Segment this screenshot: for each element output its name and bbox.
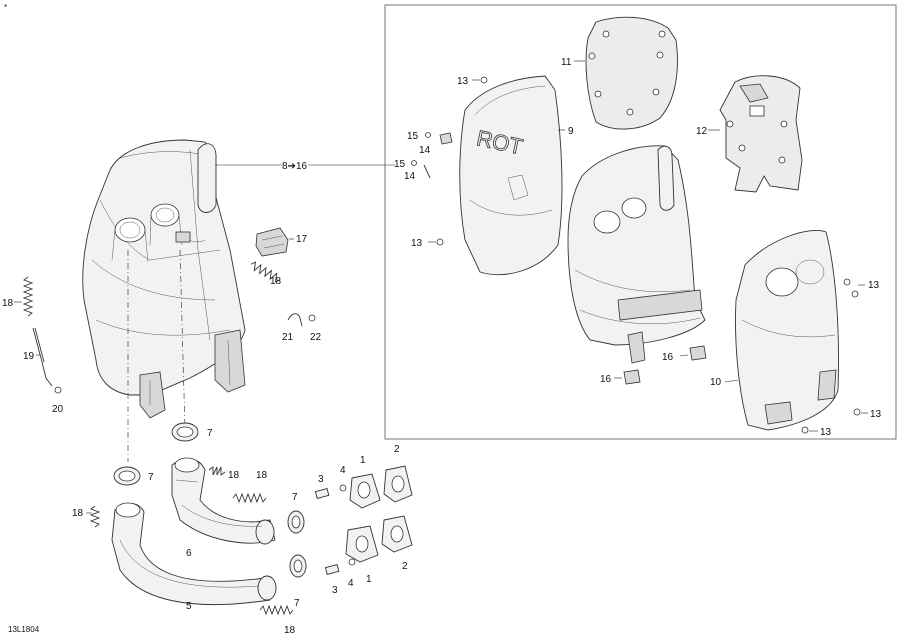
part-18-spring-d [232, 492, 267, 504]
part-5-pipe [111, 502, 277, 605]
callout-15-a: 15 [407, 131, 419, 142]
part-13-nut-c2 [851, 290, 859, 298]
part-16-block-a [689, 345, 707, 361]
callout-5: 5 [186, 601, 192, 612]
part-12-heat-shield [719, 75, 803, 193]
callout-3-a: 3 [318, 474, 324, 485]
corner-mark: * [4, 3, 7, 12]
detail-frame [384, 4, 897, 440]
part-16-block-b [623, 369, 641, 385]
part-20-nut [54, 386, 62, 394]
muffler-assembly [82, 139, 246, 419]
part-21-clip [287, 313, 316, 327]
callout-21: 21 [282, 332, 294, 343]
callout-18-a: 18 [270, 276, 282, 287]
part-15-screw-a [425, 132, 431, 138]
callout-18-d: 18 [256, 470, 268, 481]
callout-22: 22 [310, 332, 322, 343]
callout-7-d: 7 [294, 598, 300, 609]
callout-18-e: 18 [72, 508, 84, 519]
callout-7-b: 7 [148, 472, 154, 483]
part-7-sleeve-c [287, 510, 305, 534]
callout-12: 12 [696, 126, 708, 137]
callout-13-c: 13 [868, 280, 880, 291]
callout-6: 6 [186, 548, 192, 559]
drawing-reference: 13L1804 [8, 625, 40, 634]
muffler-body [567, 145, 706, 364]
part-18-spring-f [259, 604, 294, 616]
callout-18-c: 18 [228, 470, 240, 481]
part-13-nut-e [801, 426, 809, 434]
part-14-clip-b [423, 164, 431, 179]
callout-9: 9 [568, 126, 574, 137]
part-7-ring-b [113, 466, 141, 486]
callout-1-b: 1 [366, 574, 372, 585]
part-18-spring-upper [250, 261, 281, 283]
part-13-nut-c [843, 278, 851, 286]
callout-16-b: 16 [600, 374, 612, 385]
part-19-rod [32, 327, 53, 387]
part-11-heat-shield [585, 16, 678, 130]
callout-4-a: 4 [340, 465, 346, 476]
part-7-sleeve-d [289, 554, 307, 578]
part-9-cover: ROT [459, 75, 563, 276]
callout-16-a: 16 [662, 352, 674, 363]
part-18-spring-e [89, 505, 101, 528]
callout-13-e: 13 [820, 427, 832, 438]
part-13-nut-d [853, 408, 861, 416]
part-2-gasket-a [383, 465, 413, 503]
part-10-back-cover [735, 230, 839, 431]
callout-19: 19 [23, 351, 35, 362]
callout-2-b: 2 [402, 561, 408, 572]
part-3-bolt-a [314, 487, 330, 499]
callout-18-f: 18 [284, 625, 296, 636]
callout-2-a: 2 [394, 444, 400, 455]
callout-8-16: 8➔16 [282, 161, 308, 172]
callout-11: 11 [561, 57, 572, 68]
part-4-washer-a [339, 484, 347, 492]
callout-20: 20 [52, 404, 64, 415]
callout-7-c: 7 [292, 492, 298, 503]
part-6-pipe [171, 457, 276, 545]
part-13-nut-b [436, 238, 444, 246]
part-1-flange-b [345, 525, 379, 563]
callout-13-b: 13 [411, 238, 423, 249]
callout-7-a: 7 [207, 428, 213, 439]
part-14-clip-a [439, 132, 453, 145]
callout-13-d: 13 [870, 409, 882, 420]
callout-3-b: 3 [332, 585, 338, 596]
callout-14-a: 14 [419, 145, 431, 156]
callout-14-b: 14 [404, 171, 416, 182]
part-18-spring-left [22, 276, 34, 317]
part-2-gasket-b [381, 515, 413, 553]
part-3-bolt-b [324, 563, 340, 575]
part-13-nut-a [480, 76, 488, 84]
callout-13-a: 13 [457, 76, 469, 87]
callout-18-b: 18 [2, 298, 14, 309]
callout-1-a: 1 [360, 455, 366, 466]
part-4-washer-b [348, 558, 356, 566]
callout-4-b: 4 [348, 578, 354, 589]
part-1-flange-a [349, 473, 381, 509]
callout-10: 10 [710, 377, 722, 388]
part-15-screw-b [411, 160, 417, 166]
part-7-ring-a [171, 422, 199, 442]
callout-17: 17 [296, 234, 308, 245]
part-17-bracket [255, 227, 289, 257]
part-18-spring-c [208, 466, 226, 476]
callout-15-b: 15 [394, 159, 406, 170]
